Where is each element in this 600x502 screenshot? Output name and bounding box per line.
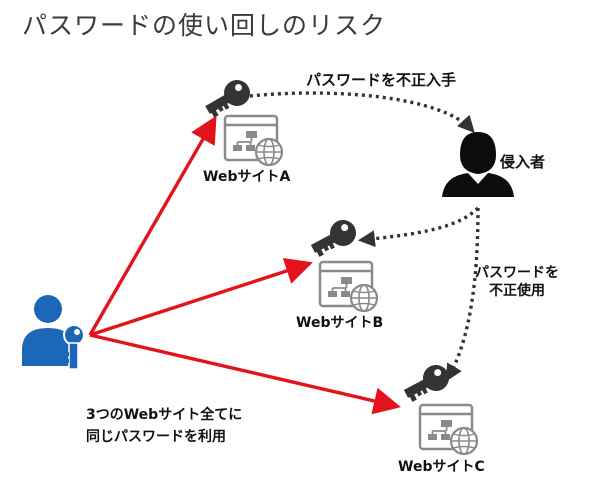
key-icon-site-a	[201, 75, 255, 122]
reuse-note-line2: 同じパスワードを利用	[86, 428, 226, 445]
intruder-label: 侵入者	[500, 153, 546, 171]
arrow-to-site-c	[89, 333, 401, 415]
website-icon-a	[223, 114, 284, 167]
site-c-label: WebサイトC	[398, 459, 485, 475]
website-icon-b	[318, 260, 379, 313]
page-title: パスワードの使い回しのリスク	[22, 11, 387, 40]
reuse-note-line1: 3つのWebサイト全てに	[86, 407, 243, 423]
arrow-to-site-b	[89, 257, 313, 337]
dotted-arrow-to-site-c	[445, 207, 480, 382]
unauthorized-use-line1: パスワードを	[475, 265, 559, 281]
steal-label: パスワードを不正入手	[306, 71, 457, 89]
website-icon-c	[418, 403, 479, 456]
unauthorized-use-label: パスワードを 不正使用	[456, 264, 578, 300]
dotted-arrow-steal	[249, 91, 475, 134]
unauthorized-use-line2: 不正使用	[489, 283, 545, 300]
site-a-label: WebサイトA	[203, 169, 291, 185]
reuse-note: 3つのWebサイト全てに 同じパスワードを利用	[86, 405, 242, 448]
key-icon-site-b	[306, 215, 361, 261]
key-icon-site-c	[399, 360, 454, 406]
user-with-key-icon	[22, 295, 85, 370]
arrow-to-site-a	[88, 115, 217, 336]
site-b-label: WebサイトB	[296, 315, 384, 331]
dotted-arrow-to-site-b	[357, 206, 480, 248]
intruder-icon	[442, 132, 514, 197]
